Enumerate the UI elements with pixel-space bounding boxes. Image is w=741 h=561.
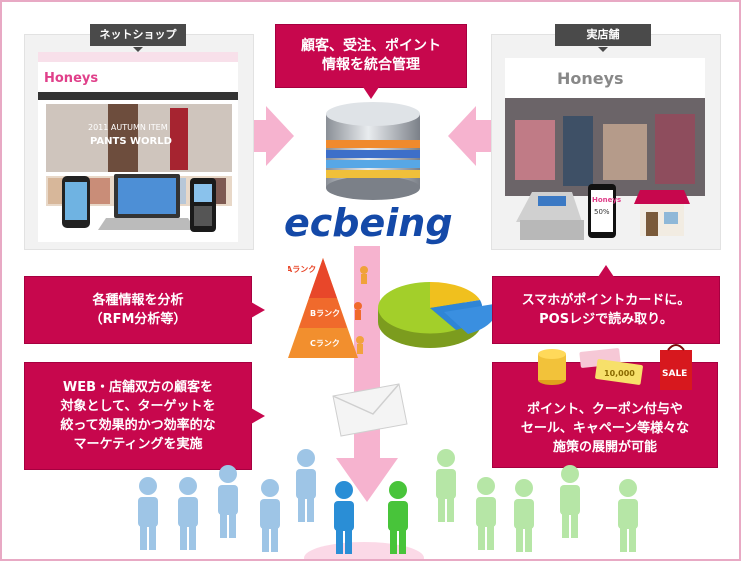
svg-text:50%: 50% bbox=[594, 208, 610, 216]
customers-crowd bbox=[138, 449, 638, 554]
integrated-management-callout: 顧客、受注、ポイント 情報を統合管理 bbox=[275, 24, 467, 99]
customer-icon bbox=[296, 449, 316, 522]
rank-pyramid: Aランク Bランク Cランク bbox=[288, 258, 368, 358]
targeting-callout: WEB・店舗双方の顧客を 対象として、ターゲットを 絞って効果的かつ効率的な マ… bbox=[24, 362, 265, 470]
rewards-illustration: 10,000 SALE bbox=[538, 344, 692, 390]
devices-illustration bbox=[62, 174, 216, 232]
customer-icon bbox=[388, 481, 408, 554]
customer-icon bbox=[618, 479, 638, 552]
banner-line1: 2011 AUTUMN ITEM bbox=[88, 123, 168, 132]
online-shop-tag: ネットショップ bbox=[90, 24, 186, 52]
pie-chart-icon bbox=[378, 281, 496, 348]
store-photo: Honeys bbox=[505, 58, 705, 196]
analysis-callout: 各種情報を分析 （RFM分析等） bbox=[24, 276, 265, 344]
customer-icon bbox=[334, 481, 354, 554]
rank-b-label: Bランク bbox=[310, 308, 340, 318]
customer-icon bbox=[514, 479, 534, 552]
customer-icon bbox=[436, 449, 456, 522]
customer-icon bbox=[260, 479, 280, 552]
customer-icon bbox=[218, 465, 238, 538]
svg-text:ecbeing: ecbeing bbox=[284, 201, 453, 245]
coupon-card-icon bbox=[595, 359, 643, 385]
site-logo: Honeys bbox=[44, 71, 98, 86]
envelope-icon bbox=[332, 383, 408, 437]
person-b-icon bbox=[354, 302, 362, 310]
ecbeing-logo: ecbeing bbox=[284, 201, 453, 245]
pos-illustration: Honeys 50% bbox=[516, 184, 690, 240]
person-c-icon bbox=[356, 336, 364, 344]
customer-icon bbox=[476, 477, 496, 550]
database-icon bbox=[326, 102, 420, 200]
svg-text:SALE: SALE bbox=[662, 369, 687, 379]
customer-icon bbox=[138, 477, 158, 550]
rank-a-label: Aランク bbox=[288, 264, 316, 274]
rank-c-label: Cランク bbox=[310, 338, 340, 348]
person-a-icon bbox=[360, 266, 368, 274]
arrow-down-center bbox=[336, 246, 398, 502]
pointcard-callout: スマホがポイントカードに。 POSレジで読み取り。 bbox=[492, 265, 720, 344]
banner-line2: PANTS WORLD bbox=[90, 136, 172, 147]
store-tag: 実店舗 bbox=[555, 24, 651, 52]
customer-icon bbox=[560, 465, 580, 538]
customer-icon bbox=[178, 477, 198, 550]
sale-bag-icon bbox=[660, 350, 692, 390]
svg-text:10,000: 10,000 bbox=[604, 369, 635, 378]
svg-text:Honeys: Honeys bbox=[592, 196, 621, 204]
store-sign: Honeys bbox=[557, 69, 624, 88]
